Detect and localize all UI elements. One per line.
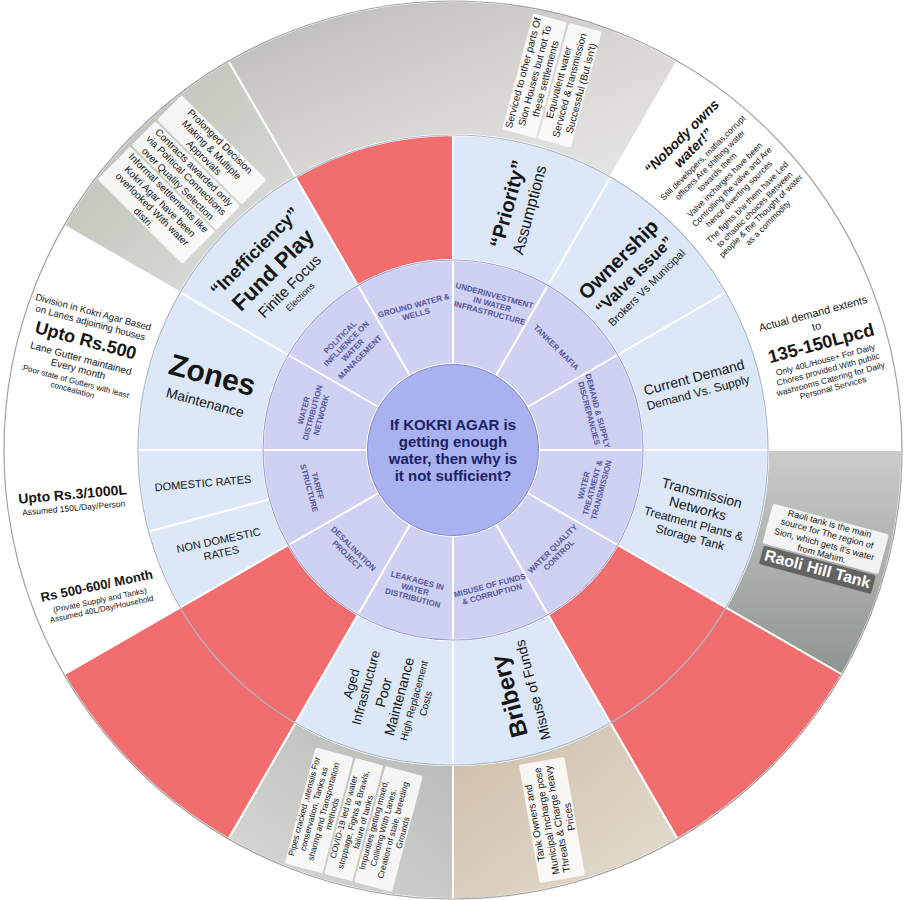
ring-label: POLITICAL INFLUENCE ON WATER MANAGEMENT [310, 307, 391, 388]
inner-segment: TARIFF STRUCTURE [292, 445, 335, 530]
outer-segment: Division in Kokri Agar Based on Lanes ad… [11, 289, 155, 412]
middle-segment: Aged InfrastructurePoor MaintenanceHigh … [328, 626, 447, 760]
middle-segment: “Priority”Assumptions [481, 145, 556, 267]
red-block [548, 545, 842, 839]
question-circle: If KOKRI AGAR is getting enough water, t… [367, 364, 539, 536]
outer-segment: Tank Owners and Municipal Incharge pose … [517, 755, 588, 886]
ring-label: GROUND WATER & WELLS [375, 291, 455, 329]
outer-segment: Upto Rs.3/1000LAssumed 150L/Day/Person [9, 479, 137, 522]
question-text: If KOKRI AGAR is getting enough water, t… [384, 416, 522, 485]
ring-label: DEMAND & SUPPLY DISCREPANCIES [574, 372, 612, 452]
inner-segment: TANKER MAFIA [522, 314, 589, 381]
segment-heading: NON DOMESTIC RATES [164, 523, 277, 571]
inner-segment: DEMAND & SUPPLY DISCREPANCIES [572, 370, 615, 455]
outer-segment: Prolonged Decision Making & Multiple App… [95, 92, 270, 267]
middle-segment: Current DemandDemand Vs. Supply [637, 353, 756, 417]
segment-heading: DOMESTIC RATES [154, 472, 252, 493]
ring-label: WATER QUALITY CONTROL [521, 518, 589, 586]
inner-segment: WATER DISTRIBUTION NETWORK [287, 369, 339, 456]
note-text: Tank Owners and Municipal Incharge pose … [519, 757, 585, 883]
ring-label: WATER DISTRIBUTION NETWORK [290, 371, 337, 453]
outer-segment: Rs 500-600/ Month(Private Supply and Tan… [33, 564, 164, 629]
inner-segment: UNDERINVESTMENT IN WATER INFRASTRUCTURE [445, 278, 538, 331]
ring-label: WATER TREATMENT & TRANSMISSION [570, 446, 617, 528]
ring-outline [263, 260, 643, 640]
outer-segment: Pipes cracked ,utensils For conservation… [282, 745, 426, 895]
inner-segment: WATER QUALITY CONTROL [519, 516, 593, 590]
inner-segment: DESALINATION PROJECT [314, 516, 388, 590]
ring-label: UNDERINVESTMENT IN WATER INFRASTRUCTURE [448, 281, 536, 329]
middle-segment: Transmission NetworksTreatment Plants & … [633, 469, 760, 562]
middle-segment: DOMESTIC RATES [146, 470, 261, 497]
outer-segment: Raoli tank is the main source for The re… [755, 501, 892, 597]
inner-segment: LEAKAGES IN WATER DISTRIBUTION [372, 564, 459, 616]
middle-segment: ZonesMaintenance [147, 343, 272, 427]
middle-segment: NON DOMESTIC RATES [161, 520, 279, 572]
ring-label: LEAKAGES IN WATER DISTRIBUTION [374, 567, 456, 614]
ring-outline [138, 135, 768, 765]
middle-segment: BriberyMisuse of Funds [479, 632, 556, 755]
inner-segment: MISUSE OF FUNDS & CORRUPTION [448, 569, 533, 612]
inner-segment: GROUND WATER & WELLS [373, 289, 458, 332]
outer-wedge [4, 450, 149, 566]
outer-segment: Actual demand extents to135-150LpcdOnly … [751, 290, 895, 412]
middle-segment: Ownership“Valve Issue”Brokers Vs Municip… [569, 210, 693, 334]
ring-label: MISUSE OF FUNDS & CORRUPTION [450, 571, 530, 609]
middle-wedge [138, 450, 269, 532]
ring-label: DESALINATION PROJECT [316, 518, 384, 586]
ring-label: TANKER MAFIA [531, 323, 580, 372]
inner-segment: WATER TREATMENT & TRANSMISSION [567, 444, 619, 531]
outer-segment: Serviced to other parts Of Sion Houses b… [500, 10, 605, 149]
ring-label: TARIFF STRUCTURE [294, 447, 332, 527]
ring-outline [4, 1, 902, 899]
